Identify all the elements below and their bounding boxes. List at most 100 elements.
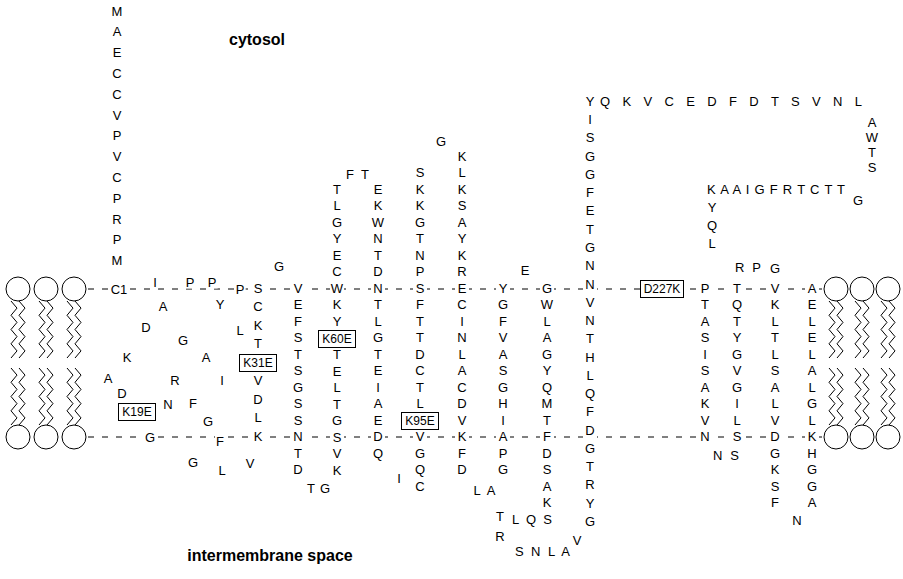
- lipid-tail: [829, 301, 835, 358]
- lipid-tail: [47, 301, 53, 358]
- residue-letter: G: [273, 260, 285, 273]
- residue-letter: A: [486, 484, 497, 497]
- lipid-head: [62, 277, 86, 301]
- residue-column: V D L K: [251, 372, 265, 446]
- residue-column: P T A S I S A K V N: [698, 281, 712, 446]
- lipid-tail: [889, 301, 895, 358]
- residue-column: Y I S G G F E T G N N V N T H L Q F D G …: [583, 93, 597, 531]
- lipid-tail: [19, 368, 25, 425]
- residue-letter: A: [103, 372, 114, 385]
- residue-letter: A: [201, 351, 212, 364]
- mutation-label: D227K: [644, 282, 681, 296]
- residue-letter: C1: [110, 283, 129, 296]
- residue-row: L Q S: [512, 512, 552, 528]
- lipid-tail: [75, 368, 81, 425]
- residue-letter: I: [219, 374, 225, 387]
- residue-letter: V: [245, 457, 256, 470]
- residue-column: M A E C C V P V C P R P M: [110, 2, 124, 272]
- residue-letter: T: [360, 168, 370, 181]
- residue-column: A W T S: [865, 115, 879, 175]
- residue-column: T E L T G S V K: [330, 347, 344, 479]
- residue-column: G W L A G Y Q M T F D S A K: [540, 281, 554, 512]
- mutation-label: K31E: [243, 356, 272, 370]
- residue-letter: I: [396, 472, 402, 485]
- residue-letter: Y: [215, 298, 226, 311]
- residue-letter: P: [235, 283, 246, 296]
- residue-column: K L K S A Y K R E C I N L A C D V K F D: [455, 149, 469, 479]
- residue-letter: R: [169, 374, 180, 387]
- lipid-head: [6, 277, 30, 301]
- residue-column: V G Q C: [413, 429, 427, 495]
- lipid-head: [34, 425, 58, 449]
- residue-letter: G: [435, 135, 447, 148]
- lipid-head: [34, 277, 58, 301]
- residue-row: N S: [713, 448, 739, 464]
- residue-letter: L: [235, 324, 244, 337]
- mutation-box: D227K: [640, 280, 685, 298]
- residue-letter: T: [306, 482, 316, 495]
- residue-row: S N L A: [515, 544, 570, 560]
- lipid-tail: [39, 301, 45, 358]
- mutation-box: K31E: [239, 354, 276, 372]
- lipid-head: [876, 277, 900, 301]
- lipid-tail: [67, 301, 73, 358]
- lipid-tail: [855, 301, 861, 358]
- residue-letter: L: [472, 484, 481, 497]
- residue-letter: E: [520, 264, 531, 277]
- mutation-box: K60E: [318, 330, 355, 348]
- lipid-tail: [881, 368, 887, 425]
- lipid-group: [6, 277, 900, 449]
- residue-letter: L: [217, 464, 226, 477]
- residue-column: Y Q L: [705, 199, 719, 253]
- lipid-tail: [889, 368, 895, 425]
- lipid-head: [824, 277, 848, 301]
- mutation-label: K19E: [122, 405, 151, 419]
- residue-row: Q K V C E D F D T S V N L: [600, 94, 862, 110]
- lipid-head: [6, 425, 30, 449]
- region-label: cytosol: [228, 32, 286, 48]
- residue-row: K A A I G F R T C T T: [707, 182, 845, 198]
- residue-letter: F: [215, 435, 225, 448]
- lipid-tail: [881, 301, 887, 358]
- mutation-label: K60E: [322, 332, 351, 346]
- lipid-head: [824, 425, 848, 449]
- residue-letter: A: [158, 300, 169, 313]
- lipid-head: [850, 425, 874, 449]
- residue-letter: V: [572, 534, 583, 547]
- residue-column: E K W N T D N T L G T E I A E D Q: [371, 182, 385, 463]
- lipid-tail: [855, 368, 861, 425]
- residue-column: T R: [493, 507, 507, 547]
- residue-letter: P: [185, 276, 196, 289]
- residue-column: A E L E L A L G L K H G G A: [805, 281, 819, 512]
- residue-letter: D: [116, 387, 127, 400]
- lipid-head: [850, 277, 874, 301]
- residue-letter: G: [202, 415, 214, 428]
- residue-letter: N: [162, 398, 173, 411]
- residue-letter: K: [122, 351, 133, 364]
- lipid-tail: [11, 368, 17, 425]
- residue-letter: F: [188, 397, 198, 410]
- residue-column: Y G F V A S G H I A P G: [496, 281, 510, 479]
- mutation-label: K95E: [405, 414, 434, 428]
- mutation-box: K19E: [118, 403, 155, 421]
- residue-letter: I: [152, 276, 158, 289]
- lipid-tail: [863, 368, 869, 425]
- lipid-tail: [39, 368, 45, 425]
- residue-letter: G: [144, 431, 156, 444]
- residue-column: S C K T: [251, 280, 265, 354]
- residue-row: R P: [735, 260, 761, 276]
- residue-letter: G: [177, 334, 189, 347]
- lipid-tail: [19, 301, 25, 358]
- residue-column: V K L T L S A L V D G K S F: [768, 281, 782, 512]
- mutation-box: K95E: [401, 412, 438, 430]
- residue-letter: N: [791, 514, 802, 527]
- residue-letter: F: [345, 168, 355, 181]
- lipid-tail: [863, 301, 869, 358]
- lipid-tail: [67, 368, 73, 425]
- residue-letter: G: [852, 194, 864, 207]
- residue-column: V E F S T S G S S N T D: [291, 281, 305, 479]
- lipid-head: [62, 425, 86, 449]
- lipid-tail: [837, 368, 843, 425]
- residue-letter: P: [207, 276, 218, 289]
